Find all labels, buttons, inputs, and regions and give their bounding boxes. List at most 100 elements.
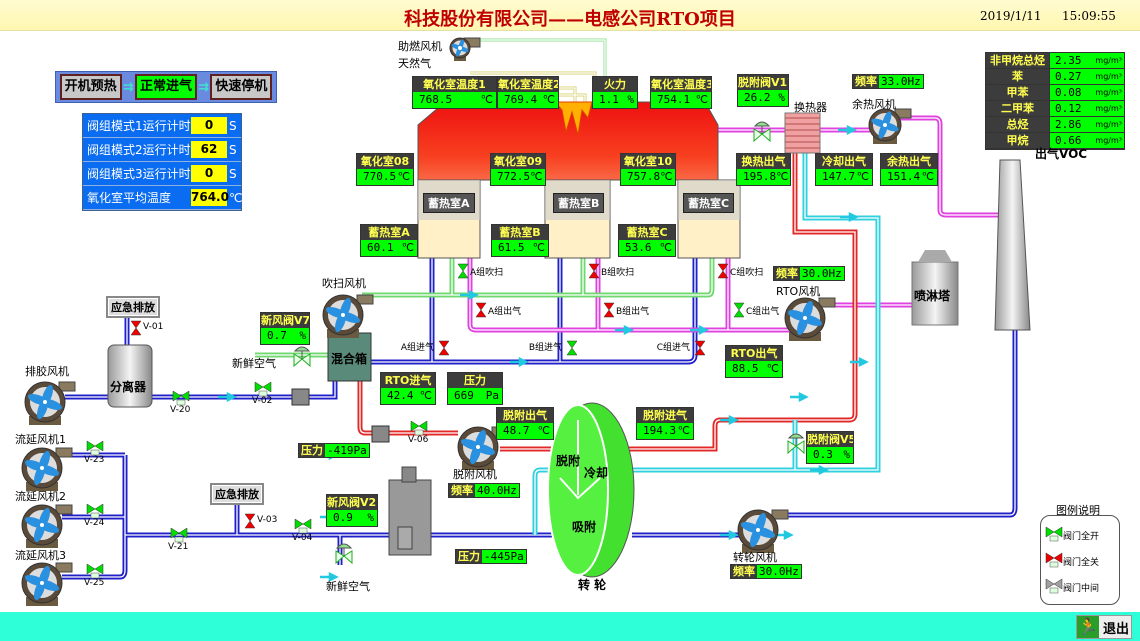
label-waste-heat-fan: 余热风机 — [852, 98, 896, 111]
waste-heat-fan-icon[interactable] — [867, 107, 913, 150]
voc-label: 非甲烷总烃 — [986, 53, 1050, 68]
readout-unit: ℃ — [401, 241, 414, 254]
rto-fan-icon[interactable] — [783, 296, 837, 347]
valve-c-out[interactable] — [733, 302, 745, 321]
valve-a-out[interactable] — [475, 302, 487, 321]
readout-value-row: 0.9% — [327, 510, 377, 526]
wheel-fan-icon[interactable] — [736, 508, 790, 559]
fresh-air-valve-v7[interactable] — [292, 345, 312, 370]
legend-title: 图例说明 — [1056, 502, 1100, 518]
voc-value: 0.12 — [1050, 101, 1096, 116]
fresh-air-valve-v22[interactable] — [334, 542, 354, 567]
emergency-vent-button[interactable]: 应急排放 — [106, 296, 160, 318]
valve-c-purge[interactable] — [717, 263, 729, 282]
voc-value: 0.66 — [1050, 133, 1096, 148]
chimney — [994, 159, 1031, 331]
readout-unit: ℃ — [530, 170, 543, 183]
label-spray-tower: 喷淋塔 — [914, 289, 951, 303]
label-glue-fan: 排胶风机 — [25, 365, 69, 378]
readout-value: 0.9 — [333, 511, 353, 524]
readout-value-row: 757.8℃ — [621, 169, 675, 185]
header-bar: 科技股份有限公司——电感公司RTO项目 2019/1/11 15:09:55 — [0, 0, 1140, 31]
valve-a-in[interactable] — [438, 340, 450, 359]
valve-v21[interactable] — [170, 527, 188, 546]
readout-v22: 新风阀V220.9% — [326, 494, 378, 527]
readout-value-row: 147.7℃ — [816, 169, 872, 185]
cast-fan-2-icon[interactable] — [20, 503, 74, 554]
readout-value: 48.7 — [503, 424, 530, 437]
label-regen-b: 蓄热室B — [553, 193, 605, 213]
readout-v17: 脱附阀V1726.2% — [737, 74, 789, 107]
readout-label: 压力 — [448, 373, 502, 388]
readout-value-row: 770.5℃ — [357, 169, 413, 185]
flow-arrow-icon — [460, 289, 479, 301]
legend: 阀门全开阀门全关阀门中间 — [1040, 515, 1120, 605]
timer-label: 阀组模式1运行计时 — [87, 119, 191, 133]
valve-v20[interactable] — [172, 390, 190, 409]
mode-button[interactable]: 快速停机 — [210, 74, 273, 100]
readout-value: 88.5 — [732, 362, 759, 375]
purge-fan-icon[interactable] — [321, 293, 375, 344]
readout-unit: ℃ — [532, 241, 545, 254]
voc-unit: mg/m³ — [1095, 85, 1124, 100]
timer-value: 764.0 — [191, 189, 229, 206]
desorb-valve-v5[interactable] — [786, 432, 806, 457]
valve-v03[interactable] — [244, 513, 256, 532]
valve-v25[interactable] — [86, 563, 104, 582]
desorb-valve-v17[interactable] — [752, 120, 772, 145]
date-display: 2019/1/11 — [980, 9, 1042, 23]
valve-v01[interactable] — [130, 320, 142, 339]
cast-fan-3-icon[interactable] — [20, 561, 74, 612]
emergency-vent-button[interactable]: 应急排放 — [210, 483, 264, 505]
voc-label: 甲烷 — [986, 133, 1050, 148]
valve-b-in[interactable] — [566, 340, 578, 359]
valve-v24[interactable] — [86, 503, 104, 522]
readout-value: 151.4 — [887, 170, 921, 183]
label-mix-box: 混合箱 — [331, 352, 368, 366]
inline-value: 40.0Hz — [475, 484, 519, 497]
valve-b-purge[interactable] — [588, 263, 600, 282]
readout-label: 新风阀V7 — [261, 313, 309, 328]
inline-label: 频率 — [774, 267, 800, 280]
valve-v06[interactable] — [410, 420, 428, 439]
legend-label: 阀门全关 — [1063, 557, 1100, 568]
label-wheel-adsorb: 吸附 — [572, 520, 597, 534]
valve-v02[interactable] — [254, 381, 272, 400]
inline-value: -419Pa — [325, 444, 369, 457]
readout-label: 蓄热室C — [619, 225, 675, 240]
glue-exhaust-fan-icon[interactable] — [23, 380, 77, 431]
voc-value: 0.27 — [1050, 69, 1096, 84]
mode-button[interactable]: 开机预热 — [59, 74, 122, 100]
burner-fan-icon[interactable] — [448, 36, 482, 67]
valve-c-in[interactable] — [694, 340, 706, 359]
spray-tower — [911, 261, 959, 326]
readout-value: 768.5 — [419, 93, 453, 106]
valve-a-purge[interactable] — [457, 263, 469, 282]
readout-unit: ℃ — [856, 170, 869, 183]
readout-label: 氧化室温度2 — [498, 77, 558, 92]
exit-button[interactable]: 🏃退出 — [1076, 615, 1132, 639]
readout-value: 1.1 — [599, 93, 619, 106]
mode-button[interactable]: 正常进气 — [134, 74, 197, 100]
readout-label: 蓄热室A — [361, 225, 417, 240]
cast-fan-1-icon[interactable] — [20, 446, 74, 497]
valve-tag: V-23 — [84, 455, 105, 465]
valve-v04[interactable] — [294, 518, 312, 537]
label-burner-fan: 助燃风机 — [398, 40, 442, 53]
valve-b-out[interactable] — [603, 302, 615, 321]
valve-v23[interactable] — [86, 440, 104, 459]
readout-value-row: 769.4℃ — [498, 92, 558, 108]
valve-tag: V-25 — [84, 578, 105, 588]
